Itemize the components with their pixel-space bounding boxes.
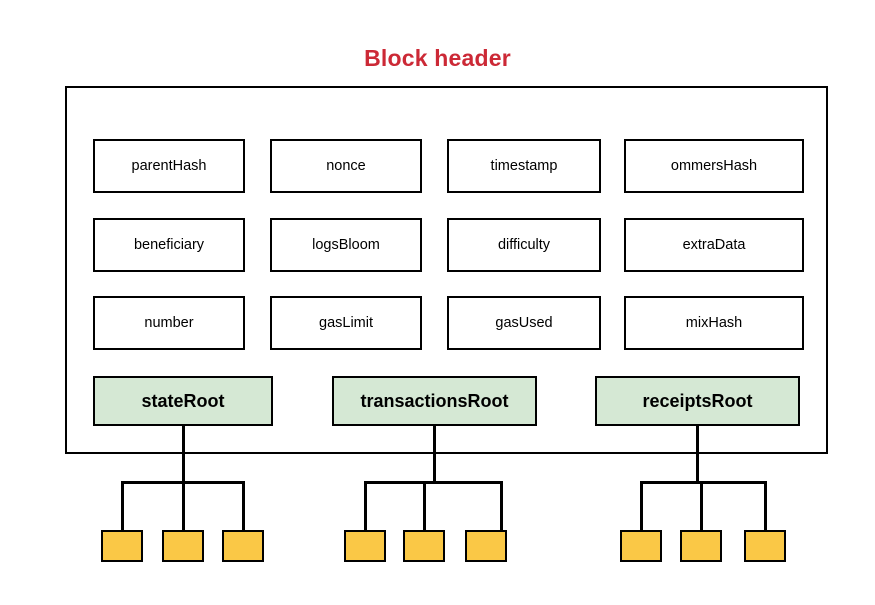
leaf-node-transactionsroot-1[interactable] (344, 530, 386, 562)
field-label: parentHash (131, 158, 207, 174)
leaf-node-stateroot-2[interactable] (162, 530, 204, 562)
field-box-gasused[interactable]: gasUsed (447, 296, 601, 350)
field-label: extraData (682, 237, 746, 253)
tree-drop-receiptsroot-1 (640, 481, 643, 531)
tree-drop-transactionsroot-1 (364, 481, 367, 531)
field-box-number[interactable]: number (93, 296, 245, 350)
field-box-difficulty[interactable]: difficulty (447, 218, 601, 272)
field-box-logsbloom[interactable]: logsBloom (270, 218, 422, 272)
root-box-transactionsroot[interactable]: transactionsRoot (332, 376, 537, 426)
tree-drop-transactionsroot-3 (500, 481, 503, 531)
root-label: receiptsRoot (642, 390, 753, 411)
tree-drop-stateroot-1 (121, 481, 124, 531)
root-box-stateroot[interactable]: stateRoot (93, 376, 273, 426)
tree-drop-receiptsroot-3 (764, 481, 767, 531)
field-box-gaslimit[interactable]: gasLimit (270, 296, 422, 350)
page-title: Block header (364, 45, 511, 71)
leaf-node-stateroot-3[interactable] (222, 530, 264, 562)
field-label: timestamp (490, 158, 558, 174)
field-label: gasLimit (319, 315, 373, 331)
block-header-container (65, 86, 828, 454)
field-box-ommershash[interactable]: ommersHash (624, 139, 804, 193)
field-label: logsBloom (312, 237, 380, 253)
leaf-node-stateroot-1[interactable] (101, 530, 143, 562)
field-label: beneficiary (133, 237, 205, 253)
root-label: transactionsRoot (360, 390, 509, 411)
tree-stem-stateroot (182, 424, 185, 482)
root-label: stateRoot (141, 390, 225, 411)
leaf-node-receiptsroot-1[interactable] (620, 530, 662, 562)
tree-stem-transactionsroot (433, 424, 436, 482)
leaf-node-transactionsroot-3[interactable] (465, 530, 507, 562)
field-label: gasUsed (495, 315, 553, 331)
leaf-node-receiptsroot-2[interactable] (680, 530, 722, 562)
leaf-node-receiptsroot-3[interactable] (744, 530, 786, 562)
field-box-nonce[interactable]: nonce (270, 139, 422, 193)
field-label: nonce (326, 158, 366, 174)
field-box-parenthash[interactable]: parentHash (93, 139, 245, 193)
tree-stem-receiptsroot (696, 424, 699, 482)
field-box-mixhash[interactable]: mixHash (624, 296, 804, 350)
field-label: mixHash (685, 315, 743, 331)
tree-drop-transactionsroot-2 (423, 481, 426, 531)
field-box-timestamp[interactable]: timestamp (447, 139, 601, 193)
root-box-receiptsroot[interactable]: receiptsRoot (595, 376, 800, 426)
tree-bar-receiptsroot (641, 481, 767, 484)
tree-drop-stateroot-3 (242, 481, 245, 531)
field-label: number (144, 315, 194, 331)
field-label: difficulty (497, 237, 551, 253)
tree-bar-transactionsroot (365, 481, 502, 484)
field-box-extradata[interactable]: extraData (624, 218, 804, 272)
leaf-node-transactionsroot-2[interactable] (403, 530, 445, 562)
field-box-beneficiary[interactable]: beneficiary (93, 218, 245, 272)
tree-drop-receiptsroot-2 (700, 481, 703, 531)
field-label: ommersHash (670, 158, 758, 174)
tree-drop-stateroot-2 (182, 481, 185, 531)
